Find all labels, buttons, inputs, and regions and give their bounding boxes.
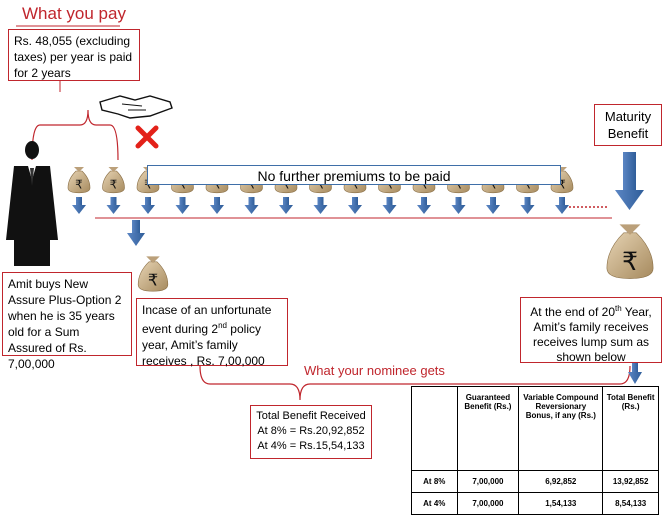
down-arrow-icon	[348, 197, 362, 214]
no-further-premiums-banner: No further premiums to be paid	[147, 165, 561, 185]
table-row: At 8% 7,00,000 6,92,852 13,92,852	[411, 470, 659, 493]
death-benefit-arrow-icon	[127, 220, 145, 246]
table-header-row: Guaranteed Benefit (Rs.) Variable Compou…	[411, 386, 659, 471]
amit-buys-text: Amit buys New Assure Plus-Option 2 when …	[8, 277, 122, 371]
end-of-term-text-post: Year, Amit’s family receives receives lu…	[532, 305, 652, 364]
unfortunate-text-post: policy year, Amit’s family receives , Rs…	[142, 322, 265, 368]
total-benefit-title: Total Benefit Received	[256, 410, 366, 422]
money-bag-icon: ₹	[102, 167, 125, 194]
down-arrow-icon	[382, 197, 397, 214]
down-arrow-icon	[520, 197, 535, 214]
down-arrow-icon	[175, 197, 190, 214]
table-header-cell: Total Benefit (Rs.)	[602, 386, 659, 471]
down-arrow-icon	[72, 197, 86, 214]
table-cell: 6,92,852	[518, 470, 604, 493]
table-arrow-icon	[628, 362, 642, 384]
down-arrow-icon	[106, 197, 121, 214]
premium-box: Rs. 48,055 (excluding taxes) per year is…	[8, 29, 140, 81]
money-bag-icon: ₹	[137, 256, 169, 292]
table-cell: At 8%	[411, 470, 458, 493]
down-arrow-icon	[451, 197, 466, 214]
premium-bracket	[31, 109, 119, 161]
nominee-bracket	[199, 365, 631, 401]
table-cell: 1,54,133	[518, 492, 604, 515]
table-cell: 13,92,852	[602, 470, 659, 493]
end-of-term-box: At the end of 20th Year, Amit’s family r…	[520, 297, 662, 364]
currency-symbol: ₹	[148, 271, 158, 290]
red-cross-icon	[135, 125, 159, 149]
currency-symbol: ₹	[75, 178, 83, 192]
down-arrow-icon	[313, 197, 328, 214]
table-row: At 4% 7,00,000 1,54,133 8,54,133	[411, 492, 659, 515]
end-of-term-text-sup: th	[615, 304, 622, 313]
down-arrow-icon	[279, 197, 293, 214]
what-nominee-gets-heading: What your nominee gets	[304, 363, 445, 378]
table-cell: 7,00,000	[456, 492, 520, 515]
unfortunate-text-sup: nd	[218, 321, 227, 330]
table-cell: 7,00,000	[456, 470, 520, 493]
down-arrow-icon	[210, 197, 224, 214]
table-header-cell: Variable Compound Reversionary Bonus, if…	[518, 386, 604, 471]
maturity-arrow-icon	[615, 152, 644, 210]
what-you-pay-heading: What you pay	[22, 4, 126, 23]
currency-symbol: ₹	[622, 247, 638, 276]
currency-symbol: ₹	[110, 178, 118, 192]
maturity-benefit-label: Maturity Benefit	[604, 109, 652, 141]
table-cell: 8,54,133	[602, 492, 659, 515]
down-arrow-icon	[486, 197, 500, 214]
down-arrow-icon	[244, 197, 259, 214]
down-arrow-icon	[417, 197, 431, 214]
unfortunate-event-box: Incase of an unfortunate event during 2n…	[136, 298, 288, 368]
total-benefit-8: At 8% = Rs.20,92,852	[257, 425, 365, 437]
down-arrow-icon	[555, 197, 569, 214]
down-arrow-icon	[141, 197, 155, 214]
person-silhouette-icon	[6, 141, 58, 266]
table-header-cell	[411, 386, 458, 471]
end-of-term-text-pre: At the end of 20	[530, 305, 615, 319]
premium-text: Rs. 48,055 (excluding taxes) per year is…	[14, 34, 133, 80]
total-benefit-box: Total Benefit Received At 8% = Rs.20,92,…	[250, 405, 372, 459]
benefit-table: Guaranteed Benefit (Rs.) Variable Compou…	[411, 386, 659, 515]
unfortunate-text-pre: Incase of an unfortunate event during 2	[142, 303, 272, 336]
table-header-cell: Guaranteed Benefit (Rs.)	[456, 386, 520, 471]
money-bag-icon: ₹	[67, 167, 91, 194]
currency-symbol: ₹	[558, 178, 566, 192]
handshake-icon	[99, 95, 173, 119]
amit-buys-box: Amit buys New Assure Plus-Option 2 when …	[2, 272, 132, 371]
money-bag-icon: ₹	[606, 224, 654, 279]
total-benefit-4: At 4% = Rs.15,54,133	[257, 440, 365, 452]
table-cell: At 4%	[411, 492, 458, 515]
maturity-benefit-box: Maturity Benefit	[594, 104, 662, 146]
